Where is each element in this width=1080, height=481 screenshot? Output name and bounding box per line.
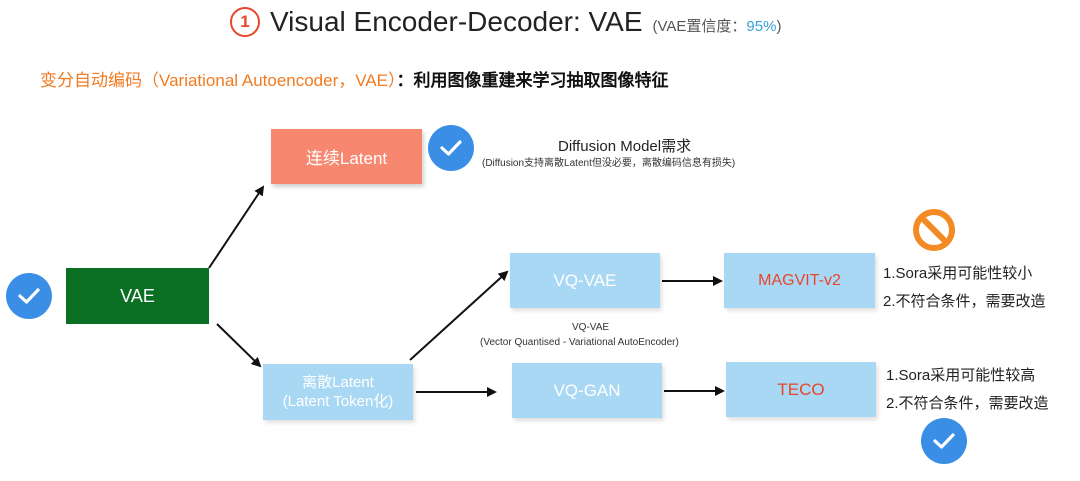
teco-node: TECO: [726, 362, 876, 417]
continuous-latent-node: 连续Latent: [271, 129, 422, 184]
number-badge: 1: [230, 7, 260, 37]
page-title: 1 Visual Encoder-Decoder: VAE (VAE置信度：95…: [230, 6, 781, 38]
confidence-text: (VAE置信度：95%): [653, 15, 782, 36]
diffusion-requirement-note: (Diffusion支持离散Latent但没必要，离散编码信息有损失): [482, 158, 736, 169]
check-icon: [428, 125, 474, 171]
teco-note-2: 2.不符合条件，需要改造: [886, 395, 1049, 412]
confidence-value: 95%: [746, 17, 777, 35]
magvit-node: MAGVIT-v2: [724, 253, 875, 308]
vq-vae-node: VQ-VAE: [510, 253, 660, 308]
confidence-close: ): [776, 17, 782, 35]
arrow-vae-to-discrete: [216, 323, 262, 368]
discrete-latent-node: 离散Latent (Latent Token化): [263, 364, 413, 420]
confidence-label: (VAE置信度：: [652, 17, 747, 35]
vq-gan-node: VQ-GAN: [512, 363, 662, 418]
vq-vae-caption-full: (Vector Quantised - Variational AutoEnco…: [480, 337, 679, 348]
magvit-note-1: 1.Sora采用可能性较小: [883, 265, 1033, 282]
prohibited-icon: [913, 209, 955, 251]
arrow-vae-to-continuous: [208, 185, 265, 269]
subtitle: 变分自动编码（Variational Autoencoder，VAE）：利用图像…: [40, 66, 669, 91]
check-icon: [921, 418, 967, 464]
teco-note-1: 1.Sora采用可能性较高: [886, 367, 1036, 384]
vq-vae-caption-title: VQ-VAE: [572, 322, 610, 333]
title-text: Visual Encoder-Decoder: VAE: [270, 6, 643, 37]
magvit-note-2: 2.不符合条件，需要改造: [883, 293, 1046, 310]
check-icon: [6, 273, 52, 319]
arrow-discrete-to-vqvae: [409, 270, 509, 361]
vae-node: VAE: [66, 268, 209, 324]
subtitle-description: ：利用图像重建来学习抽取图像特征: [396, 71, 669, 90]
subtitle-term: 变分自动编码（Variational Autoencoder，VAE）: [40, 71, 397, 90]
diffusion-requirement-title: Diffusion Model需求: [558, 138, 692, 155]
discrete-latent-label: 离散Latent: [302, 374, 374, 391]
discrete-latent-sublabel: (Latent Token化): [282, 393, 394, 410]
